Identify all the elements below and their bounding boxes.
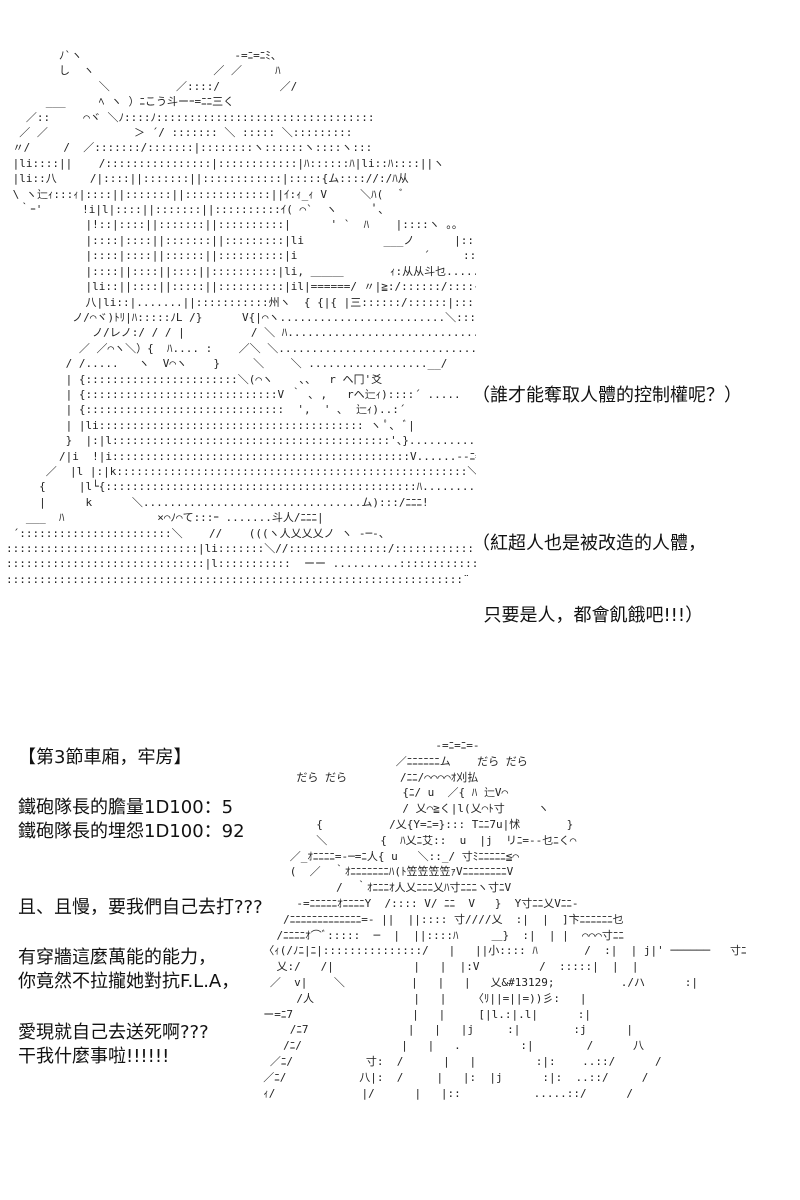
narration-ability-line-2: 你竟然不拉攏她對抗F.L.A， [18,971,240,992]
narration-complaint-line-2: 干我什麼事啦!!!!!! [18,1046,170,1067]
scene-header-text: 【第3節車廂，牢房】 [18,747,192,768]
ascii-art-character-bottom: -=ﾆ=ﾆ=- ／ﾆﾆﾆﾆﾆﾆム だら だら だら だら /ﾆﾆ/⌒⌒⌒⌒ｵ刈払… [263,739,747,1100]
dialogue-line-red-superman: （紅超人也是被改造的人體， [472,533,706,554]
ascii-art-character-top: ﾉ`ヽ -=ﾆ=ﾆﾐ、 し ヽ ／ ／ ﾊ ＼ ／::::/ ／/ ___ ﾍ … [6,49,476,586]
narration-ability: 有穿牆這麼萬能的能力， 你竟然不拉攏她對抗F.L.A， [18,946,239,994]
dice-roll-resentment: 鐵砲隊長的埋怨1D100：92 [18,821,245,842]
dice-roll-courage: 鐵砲隊長的膽量1D100：5 [18,797,234,818]
dialogue-line-hungry: 只要是人，都會飢餓吧!!!） [472,605,704,626]
dice-results: 鐵砲隊長的膽量1D100：5 鐵砲隊長的埋怨1D100：92 [18,796,245,844]
dialogue-line-control: （誰才能奪取人體的控制權呢？） [472,385,742,406]
dialogue-block-hunger: （紅超人也是被改造的人體， 只要是人，都會飢餓吧!!!） [472,484,706,652]
narration-wait: 且、且慢，要我們自己去打??? [18,896,263,920]
narration-ability-line-1: 有穿牆這麼萬能的能力， [18,947,216,968]
narration-complaint: 愛現就自己去送死啊??? 干我什麼事啦!!!!!! [18,1021,209,1069]
narration-wait-text: 且、且慢，要我們自己去打??? [18,897,263,918]
narration-complaint-line-1: 愛現就自己去送死啊??? [18,1022,209,1043]
scene-header: 【第3節車廂，牢房】 [18,746,191,770]
